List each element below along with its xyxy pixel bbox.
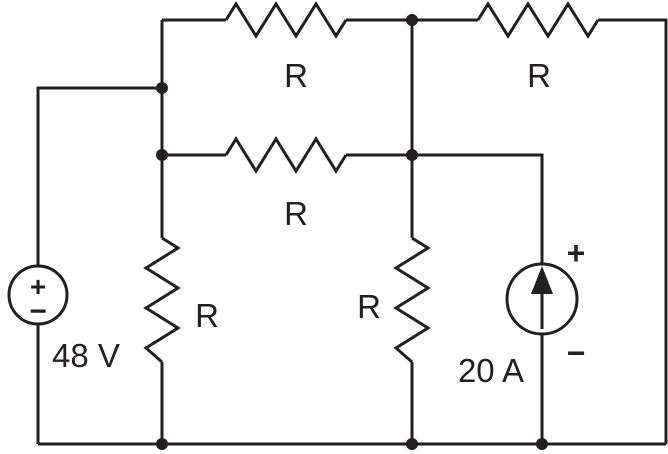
labels: R R R R R 48 V 20 A [52,57,551,389]
wire-top-right [598,18,668,444]
voltage-source-plus: + [30,271,46,302]
junction-bottom-right [536,438,548,450]
label-resistor-left-vertical: R [195,297,219,334]
voltage-source-minus: − [29,295,47,328]
current-source-minus: − [567,335,586,371]
label-resistor-middle: R [284,195,308,232]
resistor-middle [224,136,348,174]
junction-left-middle [156,149,168,161]
junction-left-upper [156,82,168,94]
label-resistor-top-left: R [284,57,308,94]
resistor-center-vertical [393,236,431,364]
resistor-left-vertical [143,236,181,364]
voltage-source-circle [7,264,69,326]
junction-bottom-left [156,438,168,450]
wire-mid-right [346,153,544,264]
resistor-top-right [476,1,600,39]
label-voltage-source: 48 V [52,337,120,374]
label-current-source: 20 A [458,352,524,389]
label-resistor-top-right: R [527,57,551,94]
wires [36,18,668,446]
junction-bottom-center [406,438,418,450]
resistors [143,1,600,364]
current-source: + − [505,235,586,371]
current-source-circle [505,262,579,336]
junction-top-center [406,14,418,26]
current-source-plus: + [567,235,586,271]
label-resistor-center-vertical: R [357,288,381,325]
voltage-source: + − [7,264,69,328]
junction-center-middle [406,149,418,161]
resistor-top-left [224,1,348,39]
junctions [156,14,548,450]
current-source-arrow-head-icon [531,266,553,294]
wire-source-top [36,86,162,266]
